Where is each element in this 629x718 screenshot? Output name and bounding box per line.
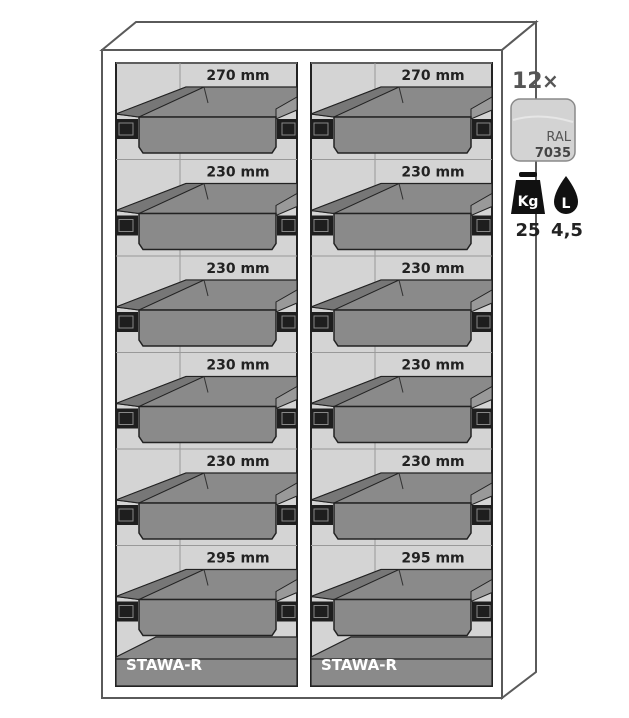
quantity-value: 12 xyxy=(512,69,543,94)
tray-front xyxy=(138,212,277,251)
bottom-sump xyxy=(115,636,298,687)
specs-panel: 12 × RAL 7035 Kg L 25 4,5 xyxy=(510,69,583,241)
tray-front xyxy=(333,309,472,347)
rail-right xyxy=(277,601,297,622)
shelf-height-label: 270 mm xyxy=(206,68,269,84)
drawer-tray: 230 mm xyxy=(115,448,298,540)
shelf-height-label: 295 mm xyxy=(401,551,464,567)
compartment-left: 270 mm 230 mm 230 mm 230 mm 230 mm 295 mm STAW… xyxy=(115,62,298,687)
tray-front xyxy=(138,116,277,154)
drawer-tray: 295 mm xyxy=(115,545,298,637)
shelf-height-label: 230 mm xyxy=(401,358,464,374)
drawer-tray: 270 mm xyxy=(310,62,493,154)
volume-value: 4,5 xyxy=(551,220,583,241)
rail-right xyxy=(472,601,492,622)
tray-front xyxy=(138,309,277,347)
tray-front xyxy=(138,405,277,444)
quantity-suffix: × xyxy=(542,69,559,93)
ral-label: RAL xyxy=(546,130,571,145)
liter-drop-icon: L xyxy=(554,176,578,214)
shelf-height-label: 230 mm xyxy=(401,165,464,181)
rail-right xyxy=(277,312,297,332)
shelf-height-label: 230 mm xyxy=(206,261,269,277)
shelf-height-label: 230 mm xyxy=(206,454,269,470)
shelf-height-label: 270 mm xyxy=(401,68,464,84)
drawer-tray: 230 mm xyxy=(115,159,298,251)
drawer-tray: 230 mm xyxy=(310,159,493,251)
rail-right xyxy=(277,215,297,236)
drawer-tray: 230 mm xyxy=(115,255,298,347)
rail-right xyxy=(472,312,492,332)
drawer-tray: 270 mm xyxy=(115,62,298,154)
svg-text:L: L xyxy=(562,196,571,212)
drawer-tray: 230 mm xyxy=(310,255,493,347)
ral-code: 7035 xyxy=(535,146,571,161)
rail-right xyxy=(472,505,492,525)
weight-value: 25 xyxy=(515,220,540,241)
tray-front xyxy=(333,116,472,154)
shelf-height-label: 230 mm xyxy=(206,165,269,181)
rail-right xyxy=(472,215,492,236)
tray-front xyxy=(333,502,472,540)
bottom-sump xyxy=(310,636,493,687)
ral-color-swatch xyxy=(510,98,576,162)
rail-right xyxy=(472,408,492,429)
tray-front xyxy=(333,598,472,637)
rail-right xyxy=(472,119,492,139)
drawer-tray: 230 mm xyxy=(310,448,493,540)
model-label: STAWA-R xyxy=(126,656,203,674)
drawer-tray: 295 mm xyxy=(310,545,493,637)
weight-kg-icon: Kg xyxy=(511,172,545,214)
model-label: STAWA-R xyxy=(321,656,398,674)
rail-right xyxy=(277,119,297,139)
rail-right xyxy=(277,505,297,525)
shelf-height-label: 230 mm xyxy=(206,358,269,374)
tray-front xyxy=(138,598,277,637)
drawer-tray: 230 mm xyxy=(115,352,298,444)
cabinet-top-face xyxy=(99,21,539,51)
svg-text:Kg: Kg xyxy=(518,194,539,210)
shelf-height-label: 230 mm xyxy=(401,261,464,277)
tray-front xyxy=(333,405,472,444)
shelf-height-label: 230 mm xyxy=(401,454,464,470)
drawer-tray: 230 mm xyxy=(310,352,493,444)
tray-front xyxy=(138,502,277,540)
shelf-height-label: 295 mm xyxy=(206,551,269,567)
tray-front xyxy=(333,212,472,251)
compartment-right: 270 mm 230 mm 230 mm 230 mm 230 mm 295 mm STAW… xyxy=(310,62,493,687)
rail-right xyxy=(277,408,297,429)
